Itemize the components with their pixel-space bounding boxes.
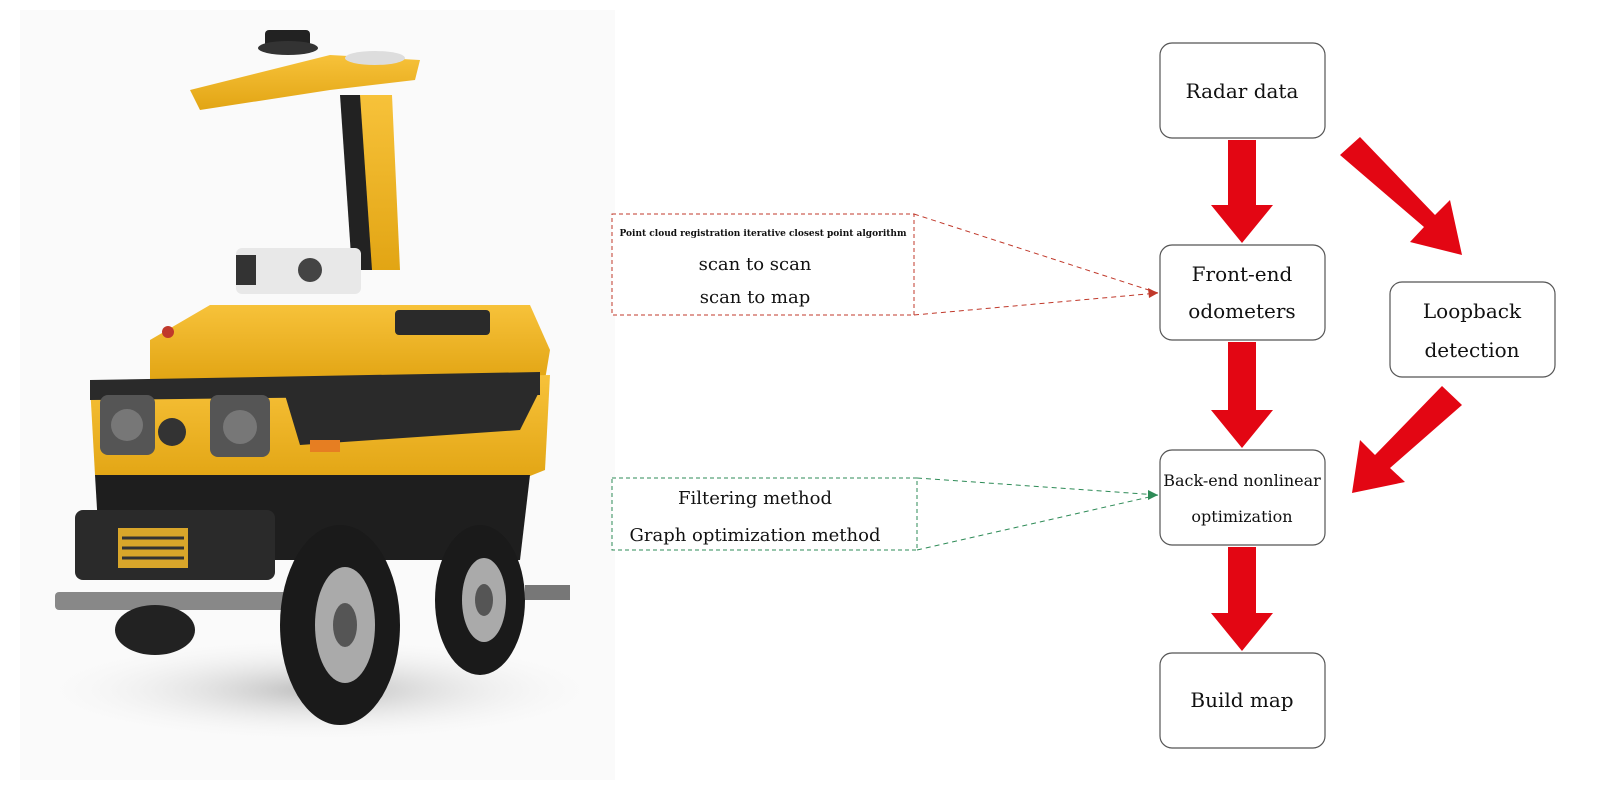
arrow-radar-to-loopback — [1340, 137, 1462, 255]
front-end-odometers-box: Front-end odometers — [1159, 244, 1326, 341]
front-end-method-scan-to-map: scan to map — [700, 287, 810, 308]
front-end-methods-note: Point cloud registration iterative close… — [611, 213, 915, 316]
front-end-method-scan-to-scan: scan to scan — [699, 254, 812, 275]
patrol-robot-image — [20, 10, 620, 780]
loopback-label-line1: Loopback — [1423, 299, 1522, 323]
build-map-label: Build map — [1190, 688, 1293, 712]
flow-arrows — [1211, 137, 1462, 651]
back-end-method-filtering: Filtering method — [678, 488, 832, 509]
arrow-backend-to-buildmap — [1211, 547, 1273, 651]
back-end-label-line1: Back-end nonlinear — [1163, 471, 1321, 490]
front-end-label-line2: odometers — [1188, 299, 1295, 323]
back-end-optimization-box: Back-end nonlinear optimization — [1159, 449, 1326, 546]
arrow-loopback-to-backend — [1352, 386, 1462, 493]
loopback-detection-box: Loopback detection — [1389, 281, 1556, 378]
arrow-radar-to-frontend — [1211, 140, 1273, 243]
front-end-label-line1: Front-end — [1192, 262, 1293, 286]
front-end-note-arrowhead — [1148, 288, 1158, 298]
back-end-methods-note: Filtering method Graph optimization meth… — [611, 477, 918, 551]
arrow-frontend-to-backend — [1211, 342, 1273, 448]
back-end-method-graph: Graph optimization method — [630, 525, 881, 546]
radar-data-box: Radar data — [1159, 42, 1326, 139]
front-end-method-icp: Point cloud registration iterative close… — [620, 229, 907, 239]
back-end-label-line2: optimization — [1191, 507, 1292, 526]
loopback-label-line2: detection — [1424, 338, 1519, 362]
front-end-note-connectors — [913, 213, 1159, 316]
radar-data-label: Radar data — [1186, 79, 1299, 103]
back-end-note-arrowhead — [1148, 490, 1158, 500]
build-map-box: Build map — [1159, 652, 1326, 749]
back-end-note-connectors — [916, 477, 1159, 551]
